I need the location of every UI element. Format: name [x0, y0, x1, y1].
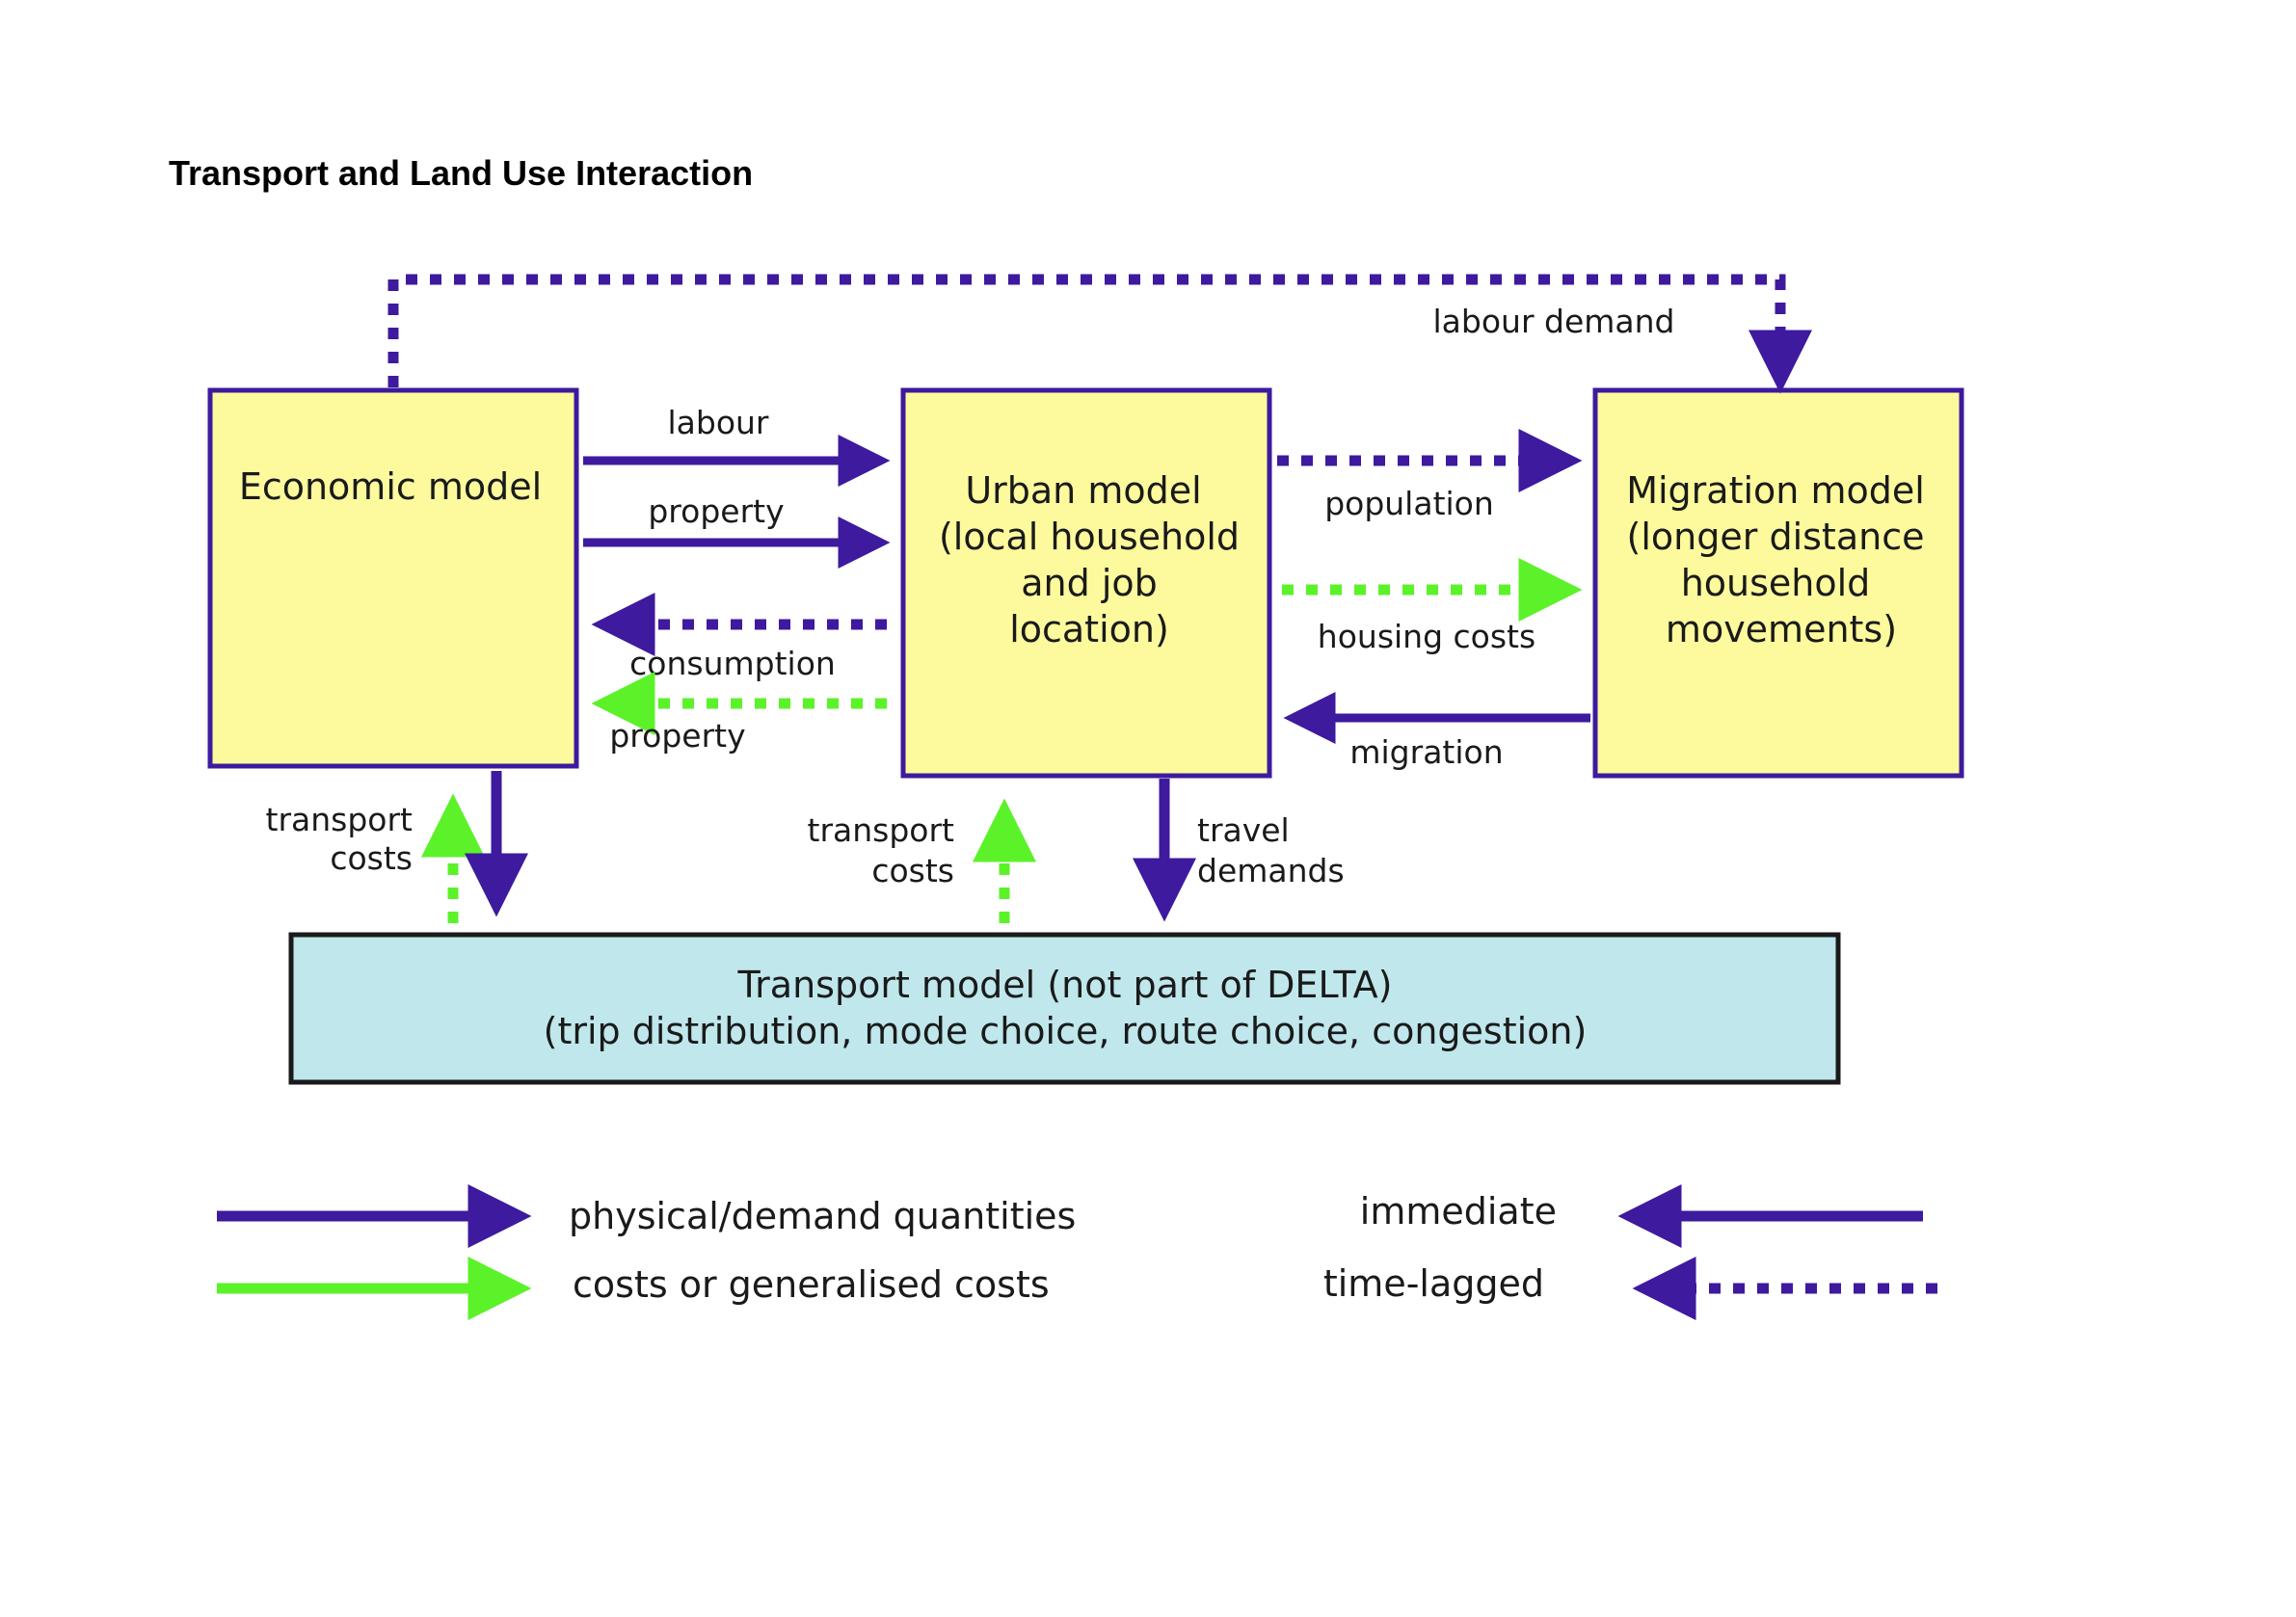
migration-model-label-1: Migration model	[1626, 469, 1925, 512]
urban-model-label-2: (local household	[939, 516, 1240, 558]
urban-model-label-3: and job	[1021, 562, 1158, 604]
legend-physical-label: physical/demand quantities	[569, 1195, 1076, 1237]
labour-demand-arrow	[387, 274, 1812, 394]
transport-model-label-2: (trip distribution, mode choice, route c…	[544, 1010, 1588, 1052]
transport-costs-left-label-1: transport	[266, 801, 414, 838]
housing-costs-label: housing costs	[1318, 618, 1535, 655]
property-physical-label: property	[648, 492, 784, 530]
labour-label: labour	[667, 404, 768, 441]
legend-costs-label: costs or generalised costs	[573, 1263, 1050, 1306]
transport-costs-mid-label-2: costs	[871, 852, 954, 889]
urban-model-label-1: Urban model	[965, 469, 1201, 512]
transport-model-label-1: Transport model (not part of DELTA)	[737, 964, 1393, 1006]
economic-model-box	[207, 387, 579, 769]
transport-costs-left-label-2: costs	[330, 839, 413, 877]
migration-model-box	[1592, 387, 1964, 779]
property-cost-label: property	[609, 717, 745, 755]
migration-model-label-2: (longer distance	[1627, 516, 1925, 558]
legend: physical/demand quantities costs or gene…	[217, 1184, 1937, 1320]
transport-costs-mid-label-1: transport	[808, 811, 955, 849]
legend-time-lagged-label: time-lagged	[1323, 1262, 1544, 1305]
urban-model-label-4: location)	[1009, 608, 1169, 650]
legend-immediate-label: immediate	[1360, 1190, 1557, 1233]
migration-model-label-4: movements)	[1666, 608, 1897, 650]
urban-model-box	[900, 387, 1272, 779]
consumption-label: consumption	[629, 645, 836, 682]
labour-demand-label: labour demand	[1433, 303, 1675, 340]
migration-model-label-3: household	[1681, 562, 1871, 604]
transport-model-box	[288, 932, 1841, 1085]
population-label: population	[1324, 485, 1494, 522]
diagram-title: Transport and Land Use Interaction	[169, 153, 753, 193]
migration-label: migration	[1349, 733, 1503, 771]
travel-demands-label-2: demands	[1197, 852, 1345, 889]
economic-model-label: Economic model	[239, 465, 542, 508]
travel-demands-label-1: travel	[1197, 811, 1290, 849]
